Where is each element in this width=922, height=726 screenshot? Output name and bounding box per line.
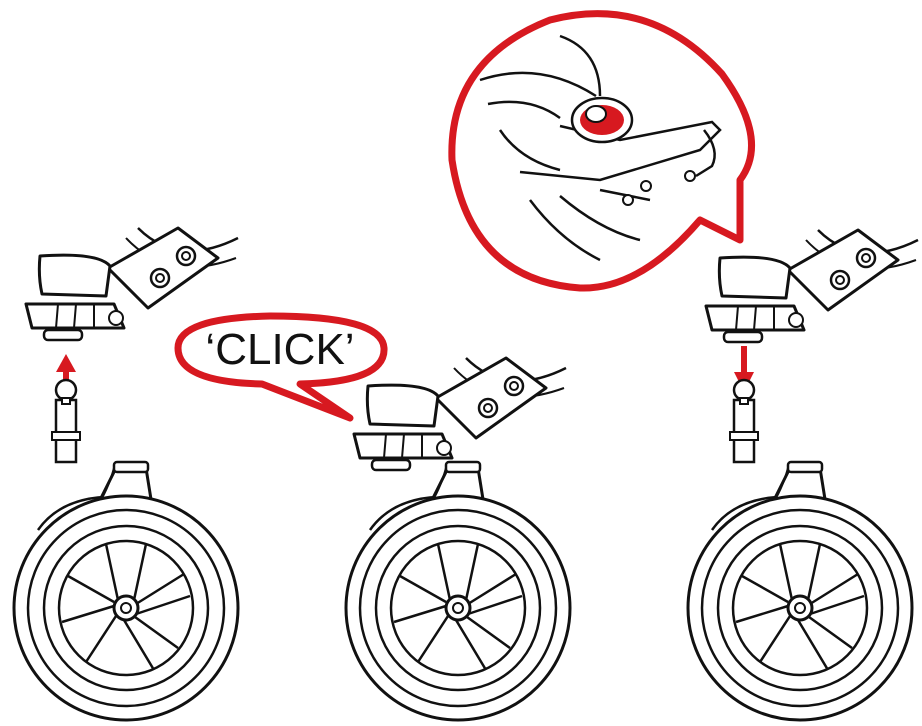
wheel-pin-3 [728,378,760,464]
wheel-pin-1 [50,378,82,464]
hand-pressing-button [479,34,722,262]
release-button-detail-callout [448,10,755,292]
wheel-2 [344,494,572,722]
click-speech-bubble: ‘CLICK’ [174,312,388,422]
frame-socket-3 [704,228,920,344]
wheel-3 [686,494,914,722]
wheel-1 [12,494,240,722]
frame-socket-2 [352,356,568,472]
click-sound-label: ‘CLICK’ [205,325,354,374]
step-1-attach [12,226,240,722]
step-2-attached: ‘CLICK’ [174,312,572,722]
step-3-release [448,10,920,722]
release-button-icon [570,96,634,144]
